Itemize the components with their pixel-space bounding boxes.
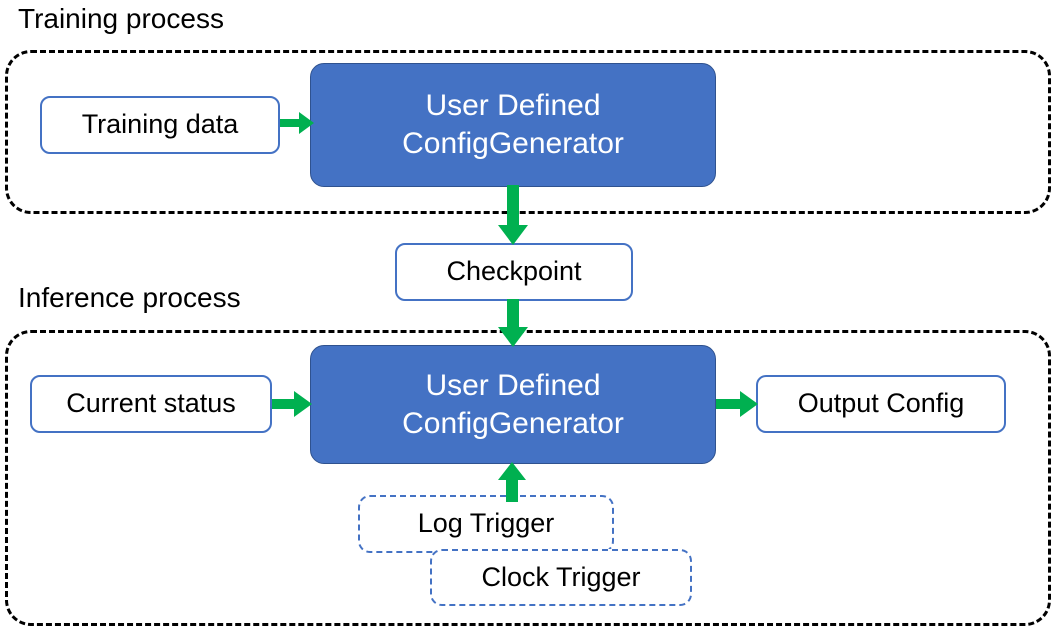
arrow-checkpoint-to-generator: [498, 299, 528, 347]
arrow-current-status-to-generator: [272, 391, 312, 417]
clock-trigger-node[interactable]: Clock Trigger: [430, 549, 692, 606]
arrow-generator-to-output-config: [716, 391, 758, 417]
arrow-generator-to-checkpoint: [498, 185, 528, 245]
generator-title-line1: User Defined: [425, 89, 601, 123]
checkpoint-node[interactable]: Checkpoint: [395, 243, 633, 301]
current-status-node[interactable]: Current status: [30, 375, 272, 433]
arrow-triggers-to-generator: [498, 462, 526, 502]
training-config-generator-node[interactable]: User Defined ConfigGenerator: [310, 63, 716, 187]
log-trigger-node[interactable]: Log Trigger: [358, 495, 614, 553]
arrow-training-data-to-generator: [280, 112, 314, 134]
inference-process-title: Inference process: [18, 282, 241, 313]
inference-process-group: [5, 330, 1051, 626]
training-process-group: [5, 50, 1051, 214]
training-data-node[interactable]: Training data: [40, 96, 280, 154]
generator-title-line2: ConfigGenerator: [402, 406, 624, 440]
training-process-title: Training process: [18, 3, 224, 34]
inference-config-generator-node[interactable]: User Defined ConfigGenerator: [310, 345, 716, 464]
generator-title-line2: ConfigGenerator: [402, 127, 624, 160]
output-config-node[interactable]: Output Config: [756, 375, 1006, 433]
generator-title-line1: User Defined: [425, 368, 601, 402]
